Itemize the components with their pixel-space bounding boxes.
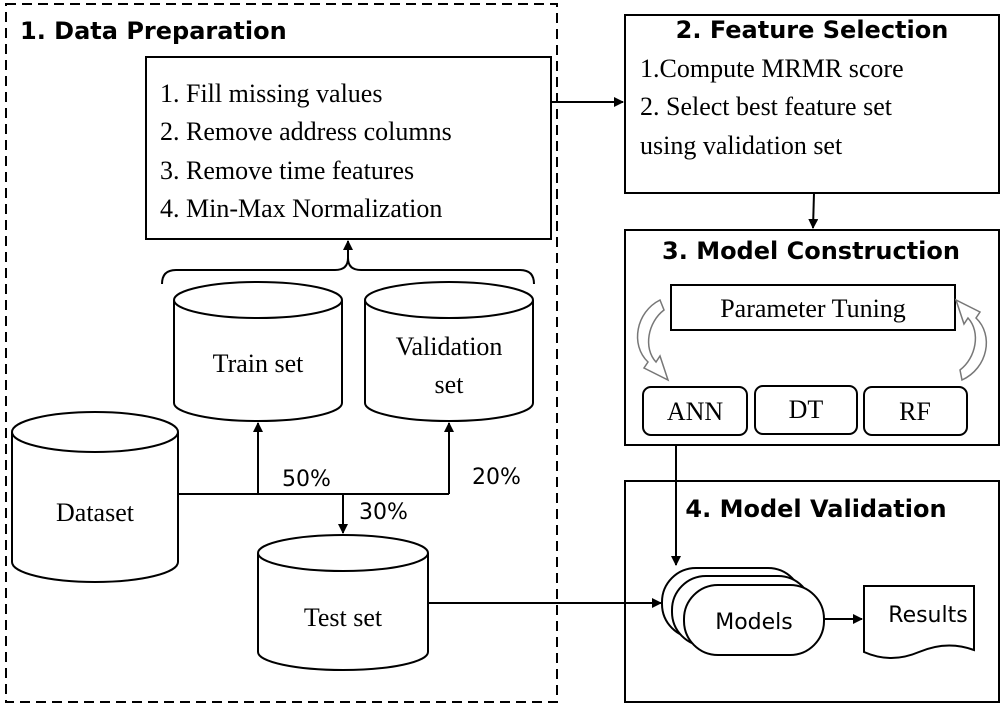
- feature-selection-line-3: using validation set: [640, 131, 843, 160]
- results-document: [863, 585, 975, 659]
- preprocessing-step-4: 4. Min-Max Normalization: [160, 194, 442, 223]
- feature-selection-title: 2. Feature Selection: [676, 16, 949, 44]
- model-ann-label: ANN: [667, 397, 724, 426]
- train-split-percent: 50%: [282, 467, 331, 492]
- data-preparation-title: 1. Data Preparation: [20, 17, 287, 45]
- data-preparation-panel: [5, 3, 558, 703]
- train-set-label: Train set: [213, 349, 305, 378]
- model-dt-box: [754, 385, 858, 435]
- parameter-tuning-box: [670, 284, 956, 331]
- model-dt-label: DT: [789, 395, 824, 424]
- tuning-curved-arrow-right: [954, 298, 988, 382]
- parameter-tuning-label: Parameter Tuning: [720, 294, 906, 323]
- preprocessing-step-3: 3. Remove time features: [160, 156, 414, 185]
- model-ann-box: [642, 386, 748, 436]
- test-set-cylinder: [257, 534, 429, 671]
- feature-selection-box: [624, 14, 1000, 194]
- results-label: Results: [888, 603, 967, 628]
- preprocessing-step-1: 1. Fill missing values: [160, 79, 382, 108]
- dataset-cylinder: [11, 411, 179, 583]
- feature-selection-line-2: 2. Select best feature set: [640, 92, 893, 121]
- validation-set-label-line1: Validation: [396, 332, 503, 361]
- train-set-cylinder: [173, 281, 343, 422]
- test-set-label: Test set: [304, 603, 383, 632]
- model-rf-box: [863, 386, 968, 436]
- model-construction-title: 3. Model Construction: [662, 237, 960, 265]
- validation-split-percent: 20%: [472, 465, 521, 490]
- preprocessing-box: [145, 56, 552, 240]
- feature-selection-line-1: 1.Compute MRMR score: [640, 54, 904, 83]
- preprocessing-step-2: 2. Remove address columns: [160, 117, 452, 146]
- validation-set-label-line2: set: [435, 370, 465, 399]
- dataset-label: Dataset: [56, 498, 135, 527]
- model-rf-label: RF: [899, 397, 931, 426]
- models-label: Models: [715, 610, 793, 635]
- model-validation-title: 4. Model Validation: [685, 495, 946, 523]
- validation-set-cylinder: [364, 281, 534, 422]
- test-split-percent: 30%: [359, 500, 408, 525]
- tuning-curved-arrow-left: [636, 298, 670, 382]
- feature-to-model-arrow: [808, 192, 819, 229]
